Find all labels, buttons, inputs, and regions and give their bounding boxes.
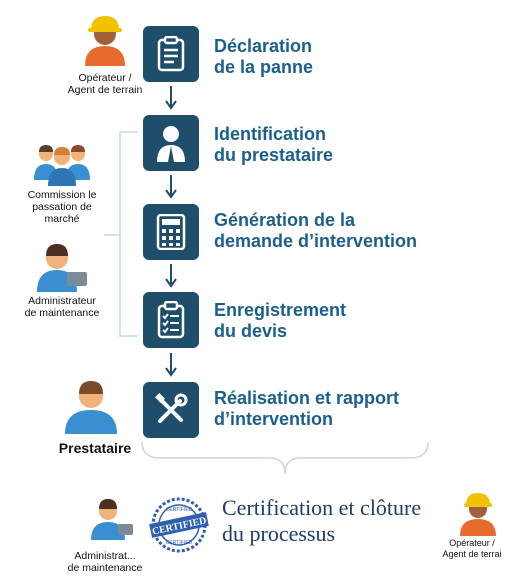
stamp-bottom-text: CERTIFIED xyxy=(166,540,193,546)
admin-bottom-avatar-icon xyxy=(91,499,133,540)
arrow-down-icon xyxy=(165,86,177,110)
stamp-top-text: CERTIFIED xyxy=(166,507,193,513)
bottom-brace xyxy=(141,441,429,475)
step-4-box xyxy=(143,292,199,348)
person-icon xyxy=(157,126,185,162)
operator-top-label: Opérateur /Agent de terrain xyxy=(67,72,143,96)
operator-bottom-avatar-icon xyxy=(460,493,496,536)
arrow-down-icon xyxy=(165,353,177,377)
certified-stamp-icon: CERTIFIED CERTIFIED CERTIFIED xyxy=(149,497,209,553)
operator-avatar-icon xyxy=(85,16,125,66)
arrow-down-icon xyxy=(165,264,177,288)
group-avatar-icon xyxy=(34,145,90,186)
calculator-icon xyxy=(156,214,186,250)
clipboard-checklist-icon xyxy=(157,301,185,339)
admin-avatar-icon xyxy=(37,244,87,292)
prestataire-label: Prestataire xyxy=(58,440,132,456)
prestataire-avatar-icon xyxy=(65,381,117,434)
step-3-box xyxy=(143,204,199,260)
step-5-box xyxy=(143,382,199,438)
operator-bottom-label: Opérateur /Agent de terrai xyxy=(442,538,502,559)
step-2-box xyxy=(143,115,199,171)
admin-bottom-label: Administrat...de maintenance xyxy=(67,550,143,574)
arrow-down-icon xyxy=(165,175,177,199)
step-1-box xyxy=(143,26,199,82)
tools-icon xyxy=(155,393,188,423)
document-icon xyxy=(157,36,185,72)
left-bracket xyxy=(104,131,138,337)
